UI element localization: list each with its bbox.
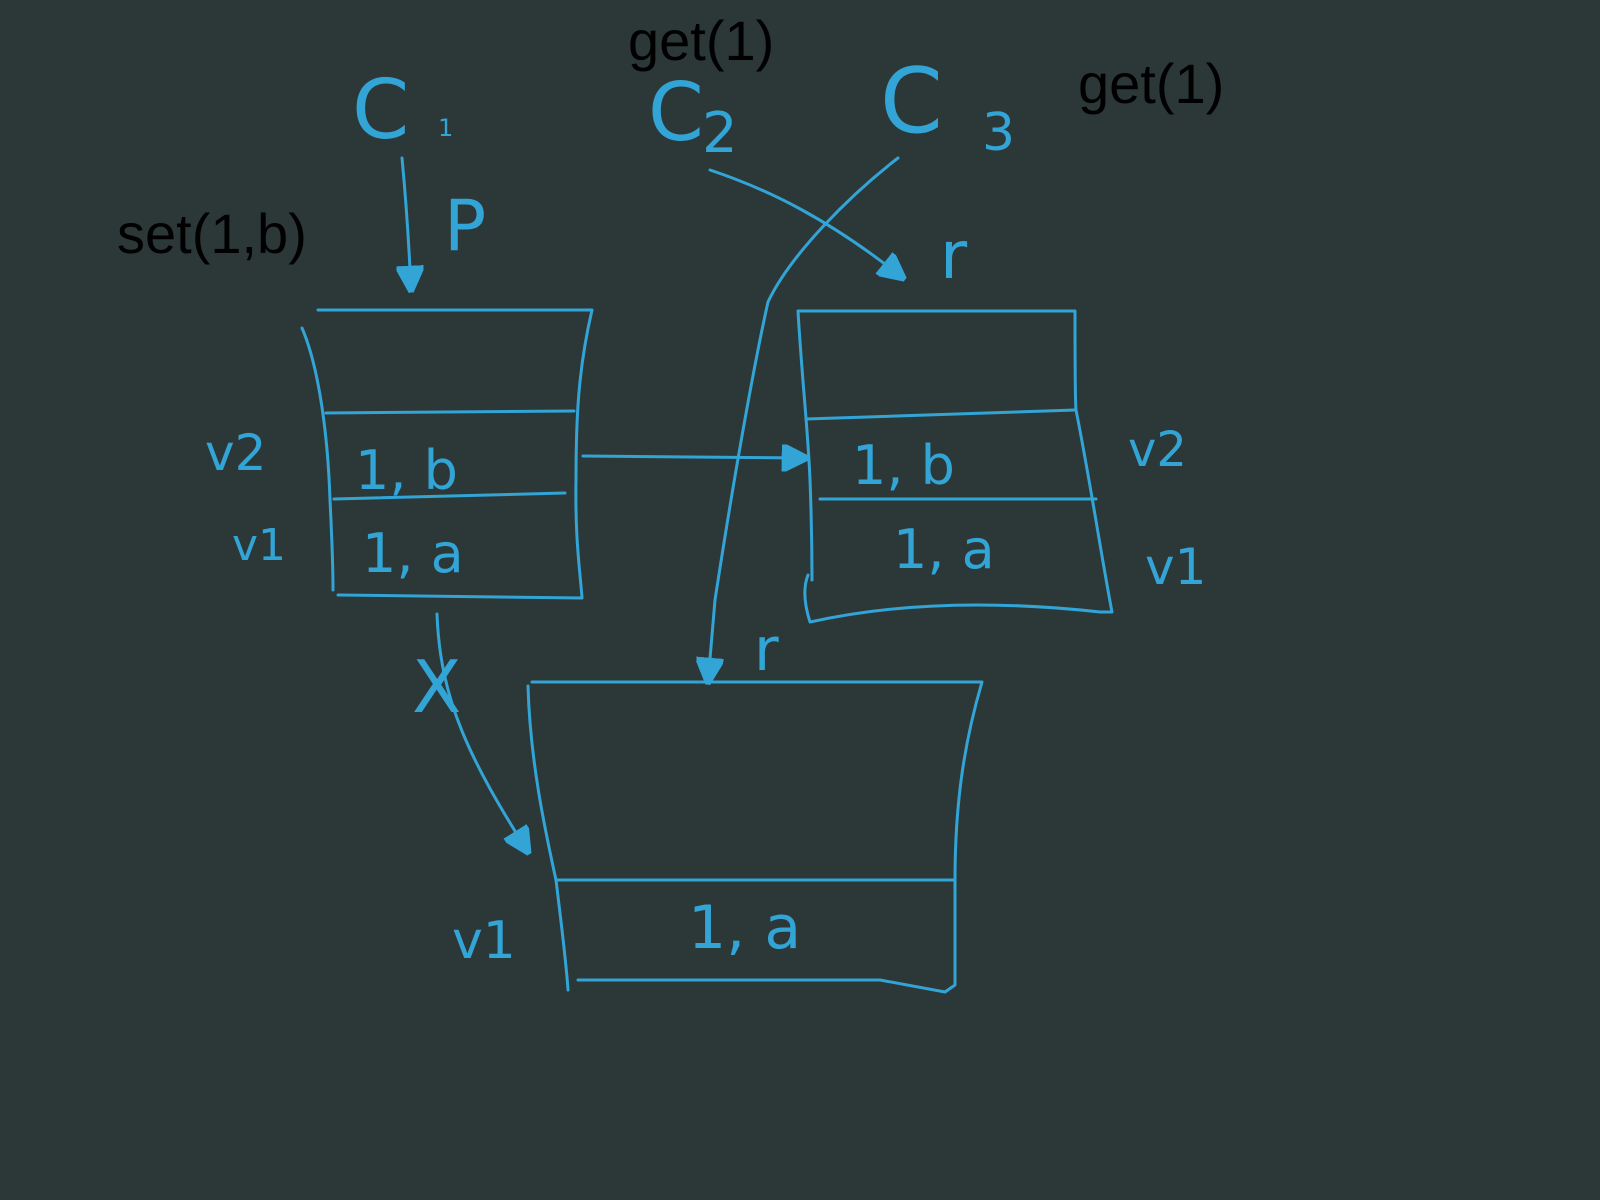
client-c1-subscript: 1 <box>438 114 453 142</box>
primary-version-1: v1 <box>232 520 286 571</box>
client-c2-subscript: 2 <box>702 101 738 166</box>
failed-link-mark: X <box>412 645 461 729</box>
client-c3: C 3 <box>880 49 1015 163</box>
replica-right-outline <box>796 309 1114 624</box>
primary-node-outline <box>300 308 594 600</box>
primary-divider-2 <box>332 491 567 501</box>
primary-node: 1, b 1, a v2 v1 <box>205 308 594 600</box>
replica-bottom-role-label: r <box>754 615 779 685</box>
client-c3-letter: C <box>880 49 943 154</box>
client-c1-letter: C <box>352 63 409 158</box>
c2-to-replica-arrow <box>708 168 903 278</box>
replica-right-row-1: 1, b <box>852 434 955 497</box>
replica-bottom-row-1: 1, a <box>688 893 801 963</box>
replica-right-version-1: v1 <box>1145 538 1206 596</box>
client-c1: C 1 <box>352 63 453 158</box>
primary-row-2: 1, a <box>362 522 464 585</box>
client-c3-subscript: 3 <box>982 103 1015 163</box>
primary-to-replica-bottom-arrow <box>435 612 528 852</box>
primary-version-2: v2 <box>205 424 266 482</box>
replica-right-version-2: v2 <box>1128 422 1187 478</box>
c3-operation-label: get(1) <box>1078 52 1224 115</box>
replica-bottom-node: 1, a v1 <box>452 680 984 994</box>
replica-bottom-version-1: v1 <box>452 911 516 971</box>
client-c2: C 2 <box>648 66 738 166</box>
replica-right-divider-1 <box>804 408 1077 421</box>
replica-right-row-2: 1, a <box>893 518 995 581</box>
c3-to-bottom-replica-arrow <box>708 156 900 682</box>
primary-role-label: P <box>444 185 486 267</box>
primary-to-replica-right-arrow <box>581 456 806 458</box>
primary-divider-1 <box>324 409 576 415</box>
replica-top-role-label: r <box>940 217 968 294</box>
c1-to-primary-arrow <box>402 156 411 290</box>
c2-operation-label: get(1) <box>628 9 774 72</box>
client-c2-letter: C <box>648 66 704 159</box>
replica-right-node: 1, b 1, a v2 v1 <box>796 309 1206 624</box>
primary-row-1: 1, b <box>355 439 458 502</box>
c1-operation-label: set(1,b) <box>117 202 307 265</box>
